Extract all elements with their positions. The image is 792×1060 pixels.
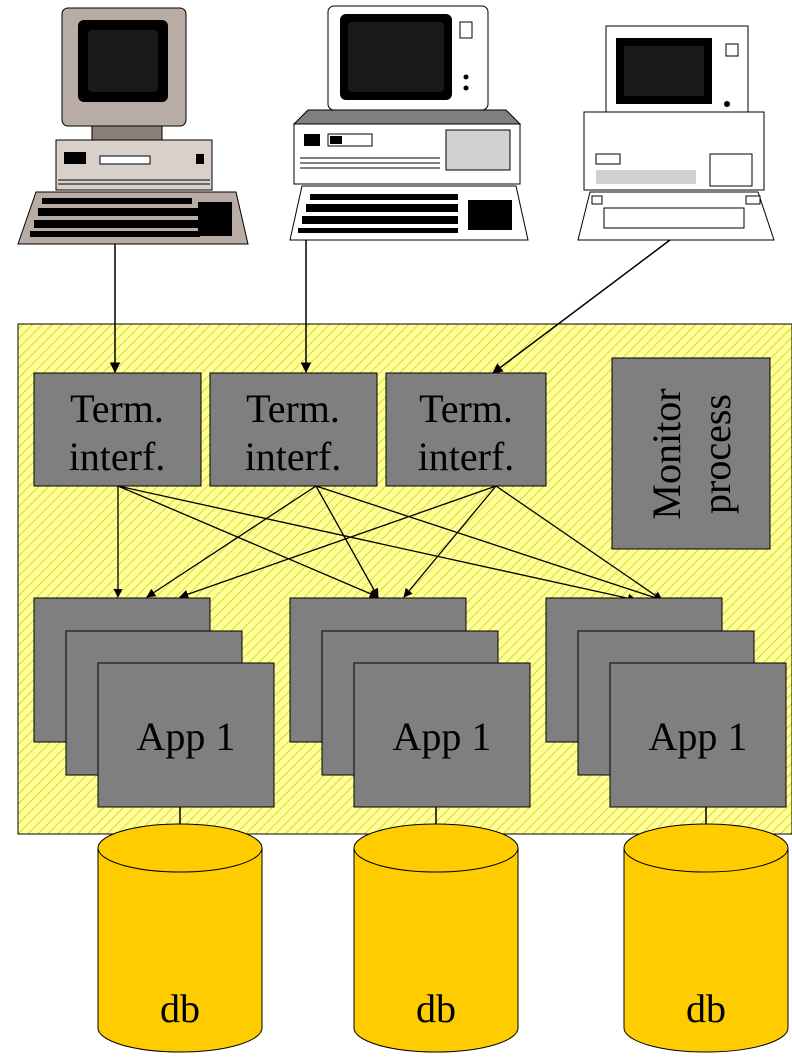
database-3-icon: db (623, 823, 789, 1053)
computer-terminal-1-icon (17, 7, 249, 245)
term-interface-1-line2: interf. (69, 434, 166, 479)
computer-terminal-3-icon (577, 25, 775, 241)
term-interface-1-line1: Term. (70, 386, 164, 431)
term-interface-2-line1: Term. (246, 386, 340, 431)
monitor-process-line2: process (694, 394, 739, 514)
connector-arrows-routing (113, 485, 663, 603)
app-1-label: App 1 (137, 714, 236, 759)
app-stack-3: App 1 (545, 597, 787, 808)
term-interface-1: Term. interf. (33, 372, 202, 487)
database-2-icon: db (353, 823, 519, 1053)
database-2-label: db (416, 986, 456, 1031)
term-interface-3: Term. interf. (385, 372, 547, 487)
term-interface-3-line1: Term. (419, 386, 513, 431)
database-1-label: db (160, 986, 200, 1031)
app-stack-2: App 1 (289, 597, 531, 808)
app-stack-1: App 1 (33, 597, 275, 808)
computer-terminal-2-icon (289, 5, 529, 241)
app-3-label: App 1 (649, 714, 748, 759)
app-2-label: App 1 (393, 714, 492, 759)
database-1-icon: db (97, 823, 263, 1053)
term-interface-3-line2: interf. (418, 434, 515, 479)
monitor-process-box: Monitor process (611, 357, 771, 550)
term-interface-2: Term. interf. (209, 372, 378, 487)
connector-arrows-terminals (109, 239, 671, 374)
database-3-label: db (686, 986, 726, 1031)
monitor-process-line1: Monitor (644, 388, 689, 519)
term-interface-2-line2: interf. (245, 434, 342, 479)
